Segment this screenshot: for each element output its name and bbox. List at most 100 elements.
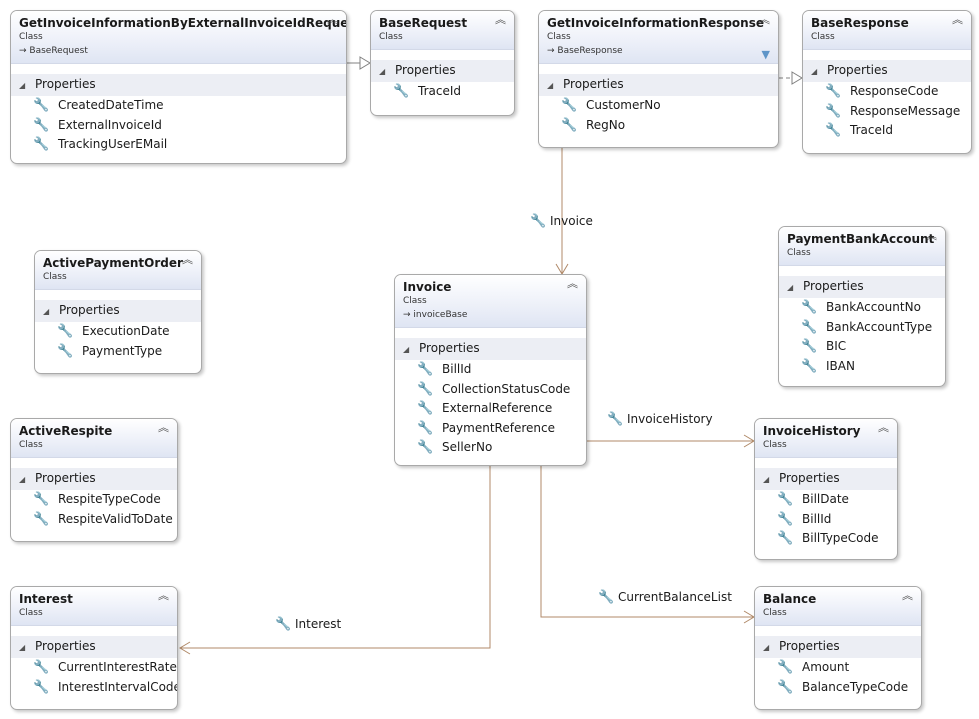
class-box-base-request[interactable]: BaseRequest Class ︽ ◢Properties 🔧TraceId (370, 10, 515, 116)
property-item[interactable]: 🔧ExternalReference (395, 399, 586, 419)
class-header: Balance Class ︽ (755, 587, 921, 626)
class-box-invoice-history[interactable]: InvoiceHistory Class ︽ ◢Properties 🔧Bill… (754, 418, 898, 560)
class-name: Balance (763, 592, 817, 606)
property-item[interactable]: 🔧RespiteValidToDate (11, 510, 177, 530)
properties-section-toggle[interactable]: ◢Properties (371, 60, 514, 82)
wrench-icon: 🔧 (777, 492, 794, 507)
properties-section-toggle[interactable]: ◢Properties (395, 338, 586, 360)
filter-icon[interactable]: ▼ (761, 48, 770, 61)
property-item[interactable]: 🔧BankAccountType (779, 318, 945, 338)
property-item[interactable]: 🔧ExternalInvoiceId (11, 116, 346, 136)
association-connector-interest (180, 466, 491, 649)
inheritance-arrowhead-request (359, 56, 371, 70)
wrench-icon: 🔧 (33, 98, 50, 113)
association-label-current-balance-list[interactable]: 🔧CurrentBalanceList (598, 590, 732, 605)
properties-section-toggle[interactable]: ◢Properties (539, 74, 778, 96)
association-label-invoice-history[interactable]: 🔧InvoiceHistory (607, 412, 713, 427)
class-kind: Class (787, 248, 811, 258)
property-item[interactable]: 🔧CurrentInterestRate (11, 658, 177, 678)
triangle-down-icon: ◢ (787, 283, 794, 292)
double-chevron-up-icon[interactable]: ︽ (158, 589, 169, 602)
properties-section-toggle[interactable]: ◢Properties (11, 636, 177, 658)
property-item[interactable]: 🔧TraceId (803, 121, 971, 141)
property-item[interactable]: 🔧BillId (755, 510, 897, 530)
property-item[interactable]: 🔧ResponseMessage (803, 102, 971, 122)
class-box-balance[interactable]: Balance Class ︽ ◢Properties 🔧Amount 🔧Bal… (754, 586, 922, 710)
double-chevron-up-icon[interactable]: ︽ (878, 421, 889, 434)
property-item[interactable]: 🔧RespiteTypeCode (11, 490, 177, 510)
wrench-icon: 🔧 (777, 511, 794, 527)
property-item[interactable]: 🔧RegNo (539, 116, 778, 136)
double-chevron-up-icon[interactable]: ︽ (182, 253, 193, 266)
properties-section-toggle[interactable]: ◢Properties (11, 74, 346, 96)
triangle-down-icon: ◢ (763, 475, 770, 484)
class-box-interest[interactable]: Interest Class ︽ ◢Properties 🔧CurrentInt… (10, 586, 178, 710)
property-item[interactable]: 🔧IBAN (779, 357, 945, 377)
properties-section-toggle[interactable]: ◢Properties (35, 300, 201, 322)
association-label-invoice[interactable]: 🔧Invoice (530, 214, 593, 229)
class-name: ActiveRespite (19, 424, 113, 438)
class-box-payment-bank-account[interactable]: PaymentBankAccount Class ︽ ◢Properties 🔧… (778, 226, 946, 387)
triangle-down-icon: ◢ (811, 67, 818, 76)
double-chevron-up-icon[interactable]: ︽ (902, 589, 913, 602)
class-kind: Class (19, 32, 43, 42)
class-name: BaseRequest (379, 16, 468, 30)
double-chevron-up-icon[interactable]: ︽ (327, 13, 338, 26)
property-item[interactable]: 🔧BillTypeCode (755, 529, 897, 549)
triangle-down-icon: ◢ (379, 67, 386, 76)
property-item[interactable]: 🔧CollectionStatusCode (395, 380, 586, 400)
wrench-icon: 🔧 (33, 679, 50, 695)
double-chevron-up-icon[interactable]: ︽ (759, 13, 770, 26)
double-chevron-up-icon[interactable]: ︽ (952, 13, 963, 26)
double-chevron-up-icon[interactable]: ︽ (567, 277, 578, 290)
class-box-base-response[interactable]: BaseResponse Class ︽ ◢Properties 🔧Respon… (802, 10, 972, 154)
properties-section-toggle[interactable]: ◢Properties (755, 468, 897, 490)
properties-section-toggle[interactable]: ◢Properties (755, 636, 921, 658)
property-item[interactable]: 🔧TrackingUserEMail (11, 135, 346, 155)
wrench-icon: 🔧 (57, 324, 74, 339)
property-item[interactable]: 🔧CreatedDateTime (11, 96, 346, 116)
class-kind: Class (403, 296, 427, 306)
properties-section-toggle[interactable]: ◢Properties (11, 468, 177, 490)
class-box-active-respite[interactable]: ActiveRespite Class ︽ ◢Properties 🔧Respi… (10, 418, 178, 542)
double-chevron-up-icon[interactable]: ︽ (158, 421, 169, 434)
property-item[interactable]: 🔧BankAccountNo (779, 298, 945, 318)
wrench-icon: 🔧 (825, 103, 842, 119)
class-box-get-invoice-request[interactable]: GetInvoiceInformationByExternalInvoiceId… (10, 10, 347, 164)
class-kind: Class (763, 608, 787, 618)
property-item[interactable]: 🔧InterestIntervalCode (11, 678, 177, 698)
class-header: ActiveRespite Class ︽ (11, 419, 177, 458)
property-item[interactable]: 🔧BalanceTypeCode (755, 678, 921, 698)
property-item[interactable]: 🔧Amount (755, 658, 921, 678)
property-item[interactable]: 🔧BillDate (755, 490, 897, 510)
property-item[interactable]: 🔧CustomerNo (539, 96, 778, 116)
double-chevron-up-icon[interactable]: ︽ (926, 229, 937, 242)
properties-section-toggle[interactable]: ◢Properties (803, 60, 971, 82)
wrench-icon: 🔧 (801, 300, 818, 315)
wrench-icon: 🔧 (33, 660, 50, 675)
class-box-invoice[interactable]: Invoice Class → invoiceBase ︽ ◢Propertie… (394, 274, 587, 466)
property-item[interactable]: 🔧PaymentReference (395, 419, 586, 439)
triangle-down-icon: ◢ (763, 643, 770, 652)
wrench-icon: 🔧 (417, 381, 434, 397)
wrench-icon: 🔧 (57, 343, 74, 359)
class-box-get-invoice-response[interactable]: GetInvoiceInformationResponse Class → Ba… (538, 10, 779, 148)
property-item[interactable]: 🔧ResponseCode (803, 82, 971, 102)
double-chevron-up-icon[interactable]: ︽ (495, 13, 506, 26)
wrench-icon: 🔧 (33, 137, 50, 152)
property-item[interactable]: 🔧PaymentType (35, 342, 201, 362)
property-item[interactable]: 🔧ExecutionDate (35, 322, 201, 342)
wrench-icon: 🔧 (825, 84, 842, 99)
class-kind: Class (43, 272, 67, 282)
class-box-active-payment-order[interactable]: ActivePaymentOrder Class ︽ ◢Properties 🔧… (34, 250, 202, 374)
property-item[interactable]: 🔧SellerNo (395, 438, 586, 458)
association-label-interest[interactable]: 🔧Interest (275, 617, 342, 632)
wrench-icon: 🔧 (825, 123, 842, 138)
association-connector-balance (540, 466, 754, 618)
class-base: → BaseResponse (547, 46, 623, 56)
class-header: GetInvoiceInformationByExternalInvoiceId… (11, 11, 346, 64)
properties-section-toggle[interactable]: ◢Properties (779, 276, 945, 298)
property-item[interactable]: 🔧BIC (779, 337, 945, 357)
property-item[interactable]: 🔧BillId (395, 360, 586, 380)
property-item[interactable]: 🔧TraceId (371, 82, 514, 102)
